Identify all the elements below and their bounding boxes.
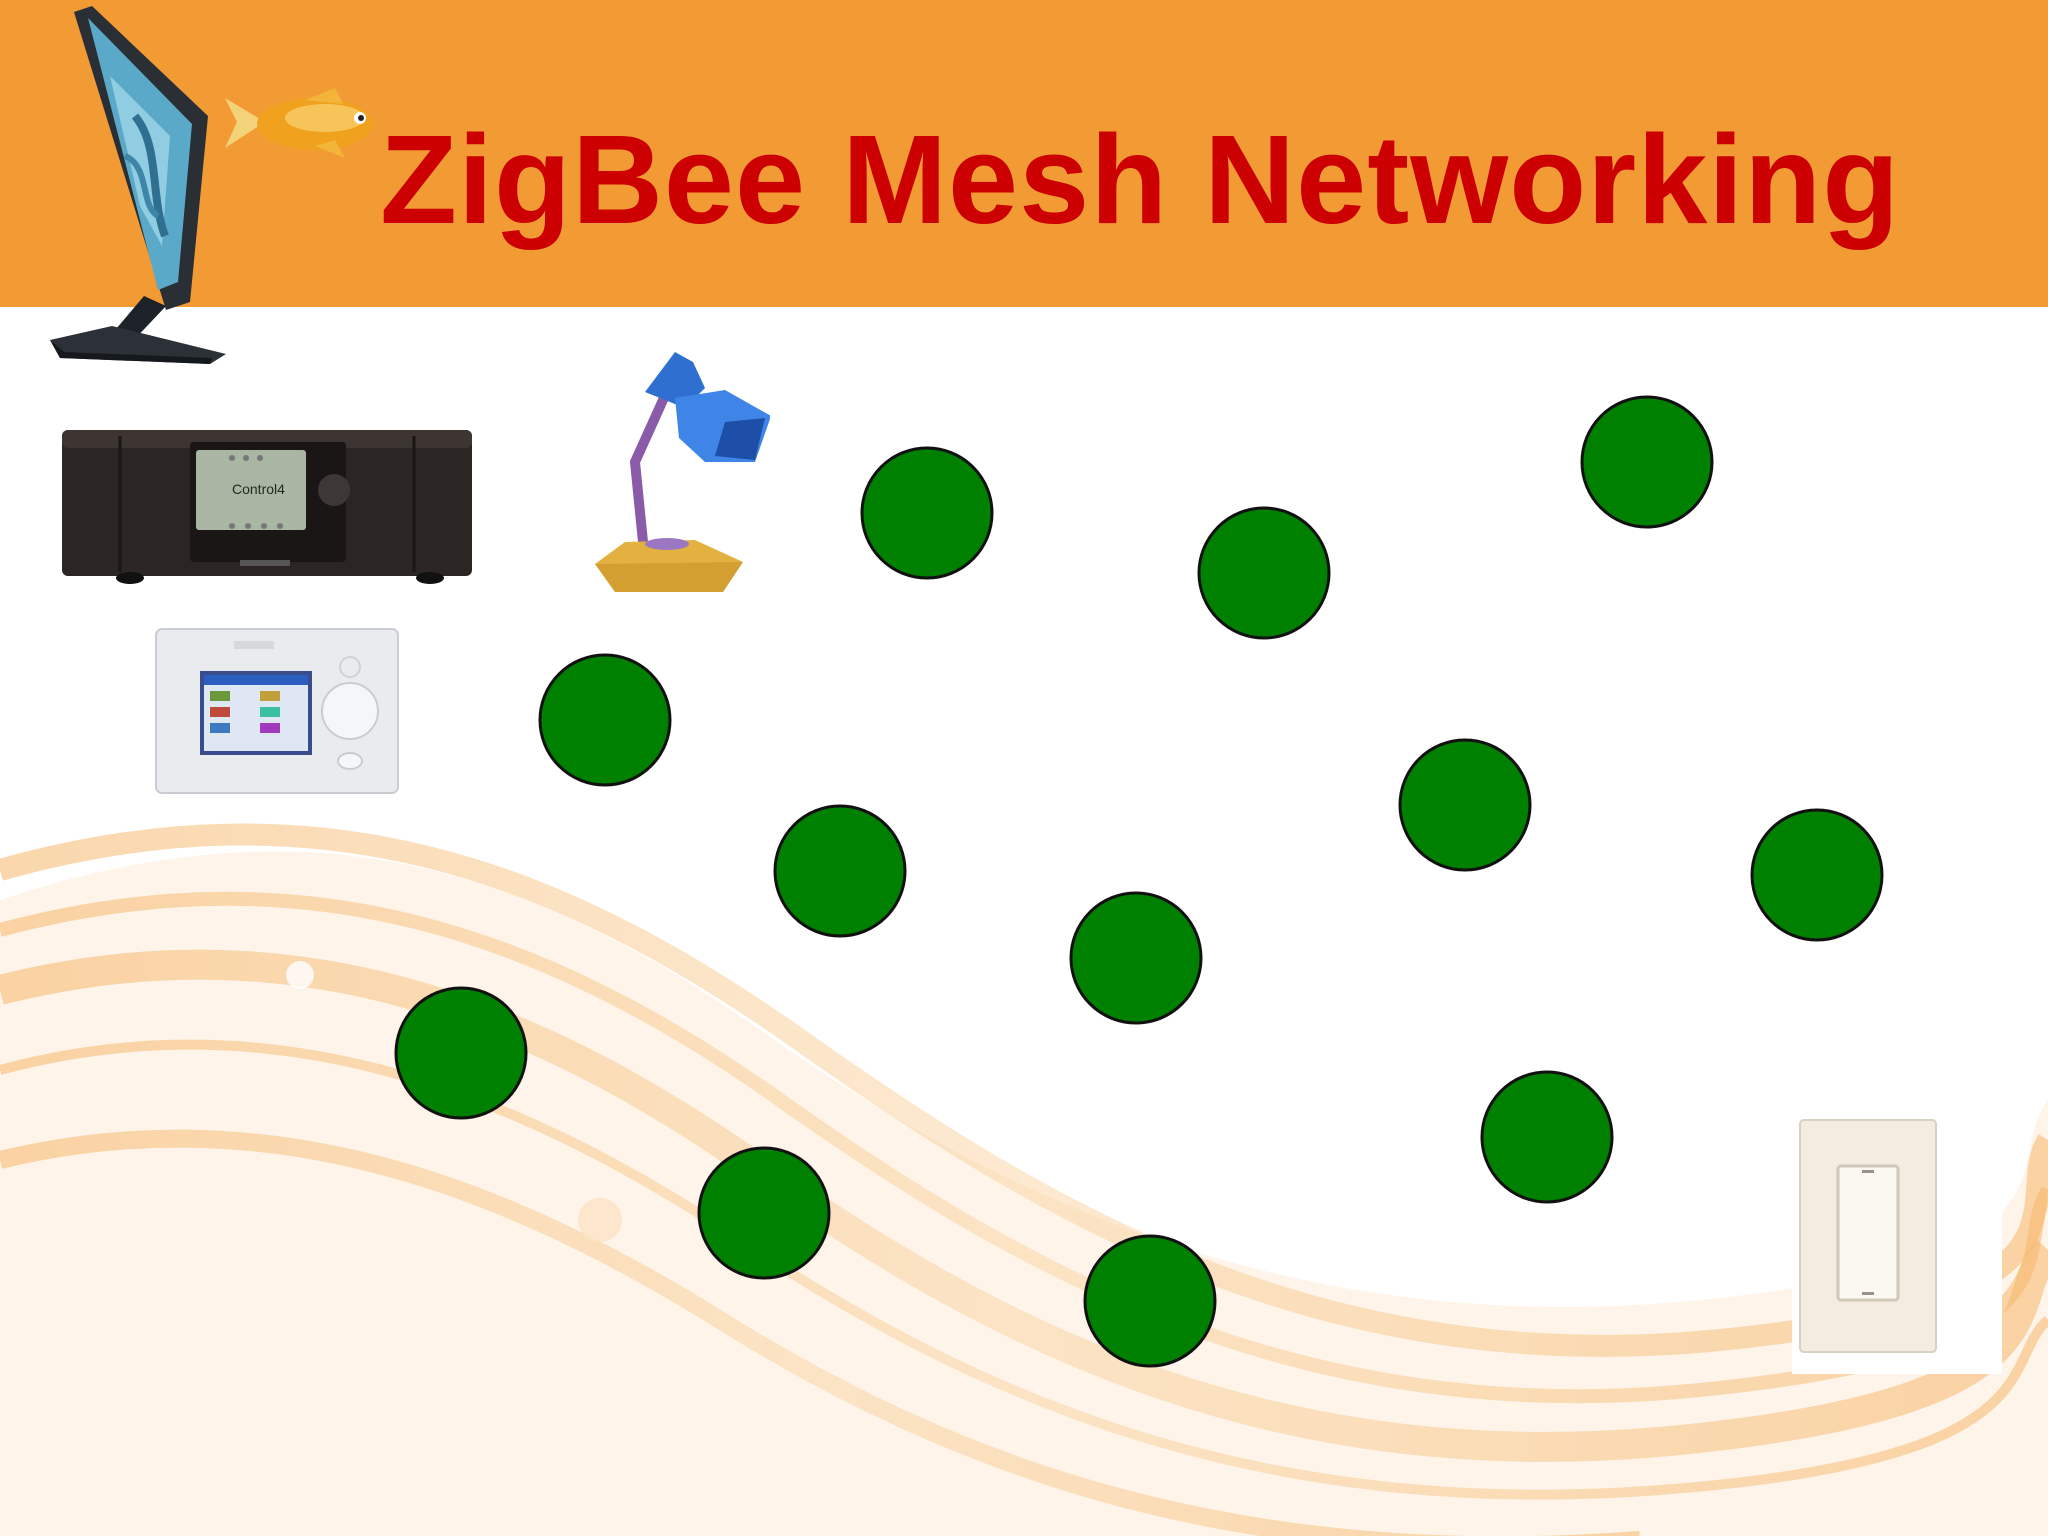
mesh-node-2: [1197, 506, 1331, 640]
mesh-node-6: [1750, 808, 1884, 942]
mesh-node-3: [1580, 395, 1714, 529]
desk-lamp-icon: [595, 352, 770, 592]
mesh-node-5: [1398, 738, 1532, 872]
mesh-node-11: [697, 1146, 831, 1280]
mesh-node-9: [394, 986, 528, 1120]
page-title: ZigBee Mesh Networking: [380, 109, 1901, 250]
touch-panel-icon: [155, 628, 399, 794]
mesh-node-10: [1480, 1070, 1614, 1204]
mesh-node-8: [1069, 891, 1203, 1025]
computer-monitor-icon: [50, 6, 226, 364]
mesh-node-7: [773, 804, 907, 938]
mesh-node-4: [538, 653, 672, 787]
media-controller-icon: Control4: [62, 430, 472, 584]
mesh-node-12: [1083, 1234, 1217, 1368]
wall-switch-icon: [1792, 1116, 2002, 1374]
mesh-node-1: [860, 446, 994, 580]
goldfish-icon: [225, 88, 373, 158]
controller-screen-text: Control4: [232, 481, 285, 497]
